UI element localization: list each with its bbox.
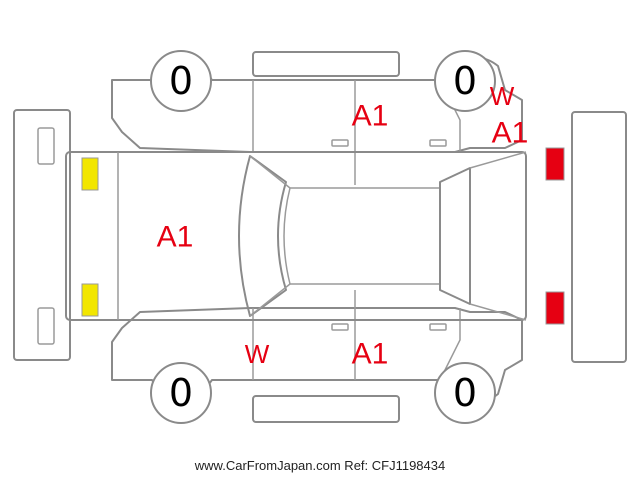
top-view-body xyxy=(65,151,527,321)
tire-front-right: 0 xyxy=(150,50,212,112)
roof-panel xyxy=(283,187,441,285)
front-bumper xyxy=(13,109,71,361)
rear-lamp-bottom xyxy=(545,291,565,325)
rear-lamp-top xyxy=(545,147,565,181)
tire-rear-right-value: 0 xyxy=(453,59,477,103)
rear-bumper xyxy=(571,111,627,363)
vehicle-damage-diagram: 0 0 0 0 A1 A1 W A1 W A1 xyxy=(13,50,627,424)
tire-rear-right: 0 xyxy=(434,50,496,112)
damage-mark-right-corner-a: A1 xyxy=(492,117,529,150)
damage-mark-left-door: A1 xyxy=(352,338,389,371)
damage-mark-left-pillar-w: W xyxy=(245,339,270,369)
front-lamp-top xyxy=(81,157,99,191)
damage-mark-right-corner-w: W xyxy=(490,81,515,111)
tire-front-left: 0 xyxy=(150,362,212,424)
roof-rail-top xyxy=(252,51,400,77)
tire-rear-left-value: 0 xyxy=(453,371,477,415)
damage-mark-hood: A1 xyxy=(157,221,194,254)
tire-rear-left: 0 xyxy=(434,362,496,424)
roof-rail-bottom xyxy=(252,395,400,423)
rear-window xyxy=(439,167,471,305)
watermark-text: www.CarFromJapan.com Ref: CFJ1198434 xyxy=(194,458,446,473)
tire-front-left-value: 0 xyxy=(169,371,193,415)
front-lamp-bottom xyxy=(81,283,99,317)
tire-front-right-value: 0 xyxy=(169,59,193,103)
damage-mark-right-door: A1 xyxy=(352,100,389,133)
